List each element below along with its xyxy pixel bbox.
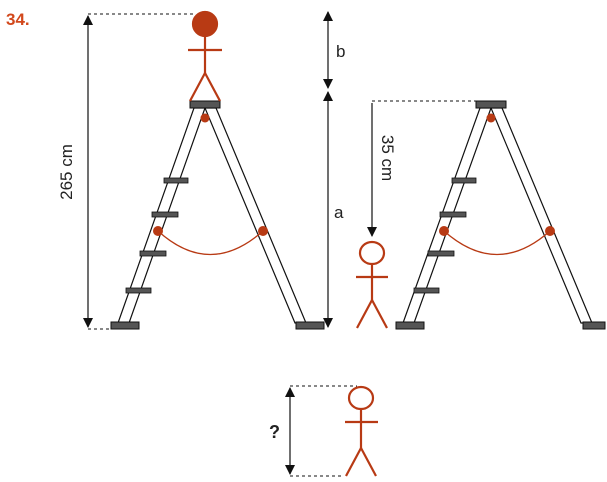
label-b: b (336, 42, 345, 61)
unknown-label: ? (269, 422, 280, 442)
problem-number: 34. (6, 10, 30, 29)
total-height-label: 265 cm (57, 144, 76, 200)
stick-figure-icon (345, 385, 378, 477)
label-a: a (334, 203, 344, 222)
left-ladder (110, 100, 325, 330)
right-ladder (395, 100, 606, 330)
stick-figure-icon (356, 240, 388, 329)
step-drop-label: 35 cm (378, 135, 397, 181)
stick-figure-icon (188, 10, 222, 102)
